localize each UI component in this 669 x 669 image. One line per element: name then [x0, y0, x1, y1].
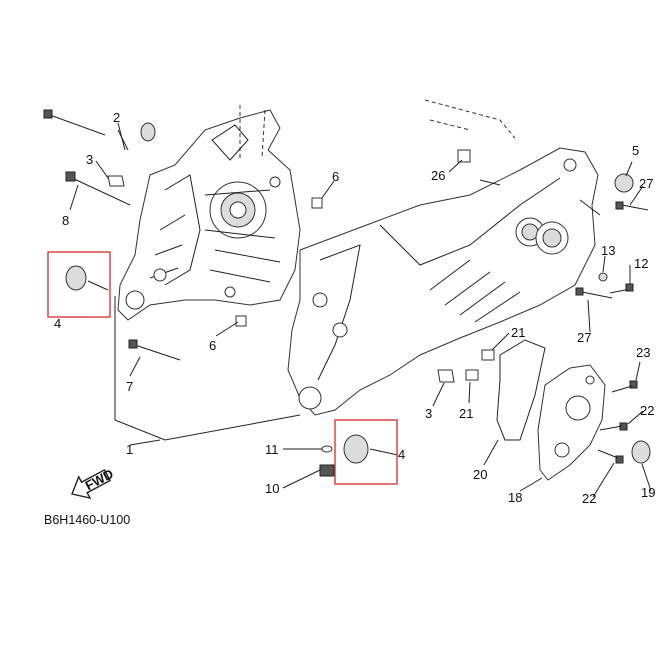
cover-and-gasket — [496, 339, 606, 481]
callout-2: 2 — [113, 110, 120, 125]
highlight-box-part-4-right — [334, 419, 398, 485]
right-crankcase — [287, 99, 601, 416]
callout-20: 20 — [473, 467, 487, 482]
fwd-arrow: FWD — [71, 466, 116, 500]
callout-26: 26 — [431, 168, 445, 183]
highlight-box-part-4-left — [47, 251, 111, 318]
callout-22: 23 — [636, 345, 650, 360]
callout-1: 1 — [126, 442, 133, 457]
callout-11: 11 — [265, 442, 279, 457]
callout-21-lower: 21 — [459, 406, 473, 421]
callout-10: 10 — [265, 481, 279, 496]
callout-6-top: 6 — [332, 169, 339, 184]
callout-13: 13 — [601, 243, 615, 258]
callout-21-top: 21 — [511, 325, 525, 340]
leader-lines — [69, 122, 652, 498]
callout-18: 18 — [508, 490, 522, 505]
diagram-code: B6H1460-U100 — [44, 513, 130, 527]
callout-19: 19 — [641, 485, 655, 500]
left-crankcase — [117, 105, 301, 321]
small-parts — [43, 109, 651, 477]
callout-6-lower: 6 — [209, 338, 216, 353]
callout-27-lower: 27 — [577, 330, 591, 345]
callout-23-top: 22 — [640, 403, 654, 418]
callout-27-top: 27 — [639, 176, 653, 191]
callout-5: 5 — [632, 143, 639, 158]
fwd-label: FWD — [83, 466, 116, 493]
callout-labels: 2 3 8 4 6 6 7 1 11 10 4 26 5 27 13 12 27… — [54, 110, 655, 506]
callout-4-right: 4 — [398, 447, 405, 462]
callout-12: 12 — [634, 256, 648, 271]
callout-23-lower: 22 — [582, 491, 596, 506]
callout-8: 8 — [62, 213, 69, 228]
callout-4-left: 4 — [54, 316, 61, 331]
callout-3: 3 — [86, 152, 93, 167]
callout-7: 7 — [126, 379, 133, 394]
callout-3-right: 3 — [425, 406, 432, 421]
